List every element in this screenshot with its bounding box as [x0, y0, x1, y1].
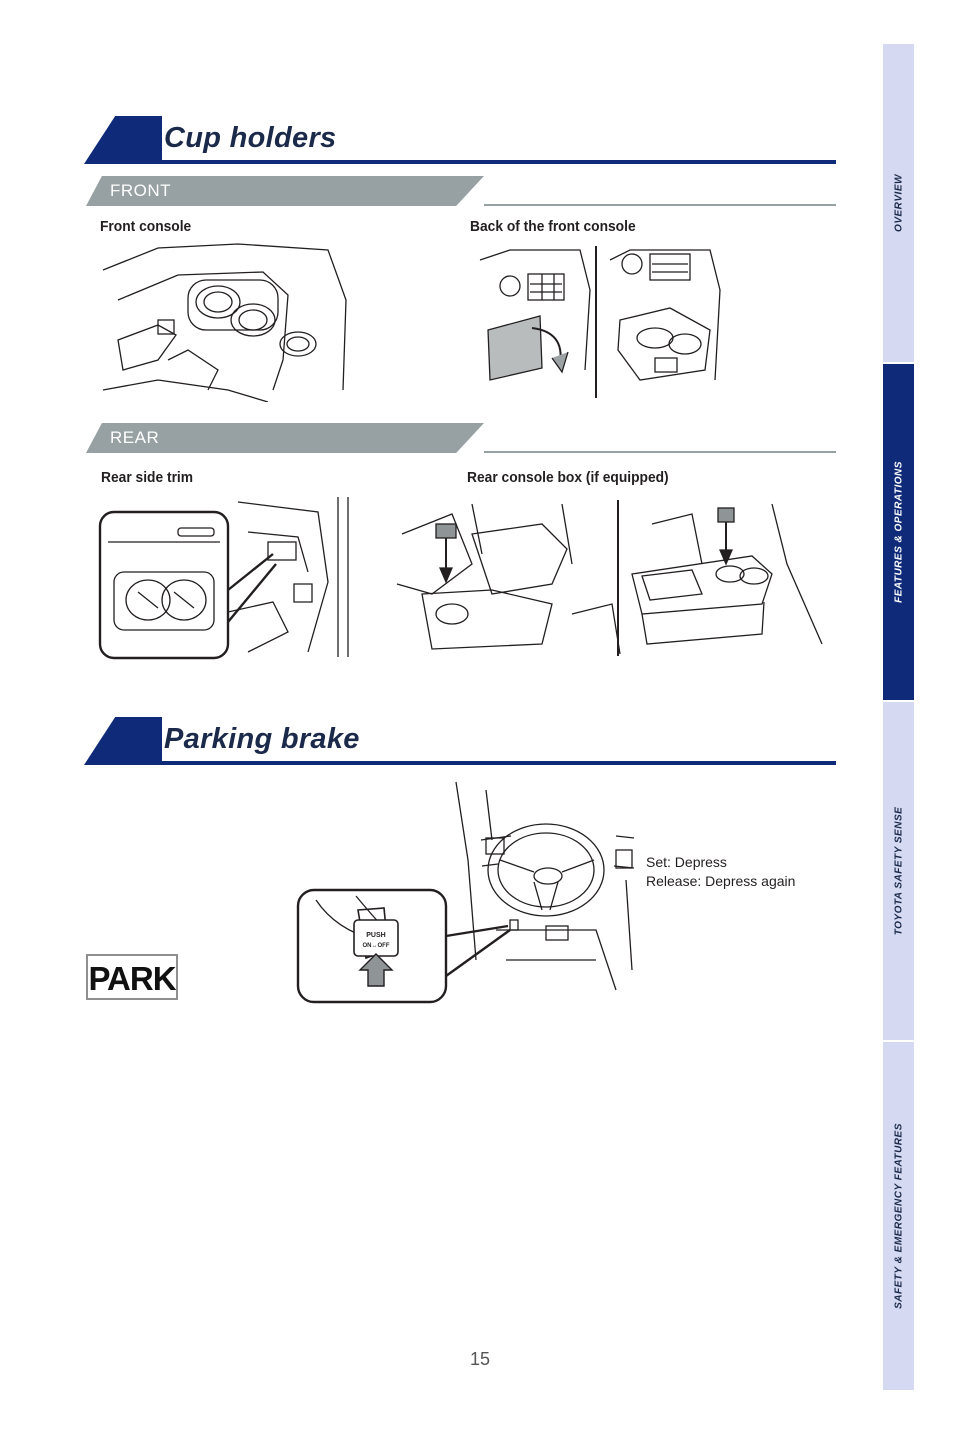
sidebar-tab-toyota-safety-sense[interactable]: TOYOTA SAFETY SENSE: [883, 702, 914, 1040]
sidebar-tab-label: TOYOTA SAFETY SENSE: [893, 806, 904, 936]
release-instruction: Release: Depress again: [646, 873, 796, 889]
sidebar-tab-label: OVERVIEW: [893, 174, 904, 232]
section-header-parking-brake: Parking brake: [84, 717, 836, 765]
sidebar-tab-label: SAFETY & EMERGENCY FEATURES: [893, 1123, 904, 1309]
back-front-console-illustration: [470, 240, 770, 402]
header-tab-shape: [84, 717, 162, 765]
section-title-parking-brake: Parking brake: [164, 723, 360, 755]
set-instruction: Set: Depress: [646, 854, 727, 870]
page-number: 15: [469, 1349, 491, 1369]
rear-console-box-illustration: [392, 494, 832, 662]
section-header-cup-holders: Cup holders: [84, 116, 836, 164]
subheader-front-rule: [484, 204, 836, 206]
section-title-cup-holders: Cup holders: [164, 122, 337, 154]
subheader-front-label: FRONT: [110, 181, 172, 200]
sidebar-tab-safety-emergency[interactable]: SAFETY & EMERGENCY FEATURES: [883, 1042, 914, 1390]
brake-switch-label: PUSH: [366, 932, 385, 939]
caption-rear-console-box: Rear console box (if equipped): [467, 469, 669, 486]
header-rule: [144, 761, 836, 765]
sidebar-tab-overview[interactable]: OVERVIEW: [883, 44, 914, 362]
header-tab-shape: [84, 116, 162, 164]
park-indicator: PARK: [86, 954, 178, 1000]
caption-rear-side-trim: Rear side trim: [101, 469, 194, 486]
sidebar-tab-features-operations[interactable]: FEATURES & OPERATIONS: [883, 364, 914, 700]
caption-back-front-console: Back of the front console: [470, 218, 636, 235]
svg-text:ON↔OFF: ON↔OFF: [363, 943, 390, 949]
chapter-sidebar: OVERVIEW FEATURES & OPERATIONS TOYOTA SA…: [883, 44, 914, 1390]
caption-front-console: Front console: [100, 218, 192, 235]
subheader-rear-rule: [484, 451, 836, 453]
subheader-front: FRONT: [86, 176, 484, 206]
subheader-rear-label: REAR: [110, 428, 160, 447]
sidebar-tab-label: FEATURES & OPERATIONS: [893, 461, 904, 603]
front-console-illustration: [98, 240, 348, 402]
parking-brake-illustration: PUSH ON↔OFF: [296, 780, 638, 1004]
header-rule: [144, 160, 836, 164]
rear-side-trim-illustration: [98, 492, 368, 662]
subheader-rear: REAR: [86, 423, 484, 453]
parking-brake-instructions: Set: Depress Release: Depress again: [646, 853, 795, 891]
